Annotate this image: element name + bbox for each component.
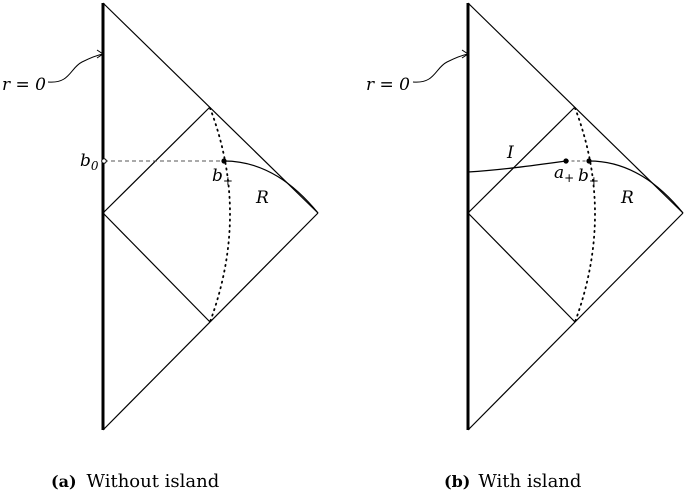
panel-a-bplus-label: b+	[212, 166, 233, 188]
panel-b-caption: (b)With island	[444, 471, 581, 492]
panel-b-dotted-horizon	[574, 107, 596, 323]
panel-b-diamond-lower-left	[467, 212, 576, 323]
panel-a: r = 0 b0 b+ R (a)Without island	[2, 2, 319, 492]
panel-b-aplus-point	[563, 158, 569, 164]
panel-a-dotted-horizon	[209, 107, 231, 323]
panel-b-island-label: I	[506, 143, 514, 163]
panel-a-region-curve	[223, 160, 319, 214]
panel-a-bplus-point	[221, 158, 227, 164]
panel-b-bplus-label: b+	[578, 166, 599, 188]
panel-b-diamond-upper-left	[467, 106, 576, 214]
panel-b-aplus-label: a+	[554, 163, 574, 185]
panel-b-region-curve	[588, 160, 684, 214]
panel-a-region-label: R	[255, 188, 269, 208]
panel-a-diamond-lower-left	[102, 212, 211, 323]
panel-a-origin-arrowhead	[96, 49, 104, 59]
panel-b-origin-label: r = 0	[366, 75, 410, 95]
panel-b: r = 0 I a+ b+ R (b)With island	[366, 2, 684, 492]
panel-a-origin-label: r = 0	[2, 75, 46, 95]
panel-b-region-label: R	[620, 188, 634, 208]
panel-a-caption: (a)Without island	[51, 471, 219, 492]
panel-a-b0-label: b0	[80, 151, 99, 173]
panel-a-b0-point	[101, 158, 107, 164]
panel-b-island-curve	[467, 160, 567, 173]
panel-a-diamond-upper-left	[102, 106, 211, 214]
panel-b-origin-arrow	[412, 53, 469, 83]
panel-b-origin-arrowhead	[461, 49, 469, 59]
panel-b-bplus-point	[586, 158, 592, 164]
panel-a-origin-arrow	[47, 53, 104, 83]
